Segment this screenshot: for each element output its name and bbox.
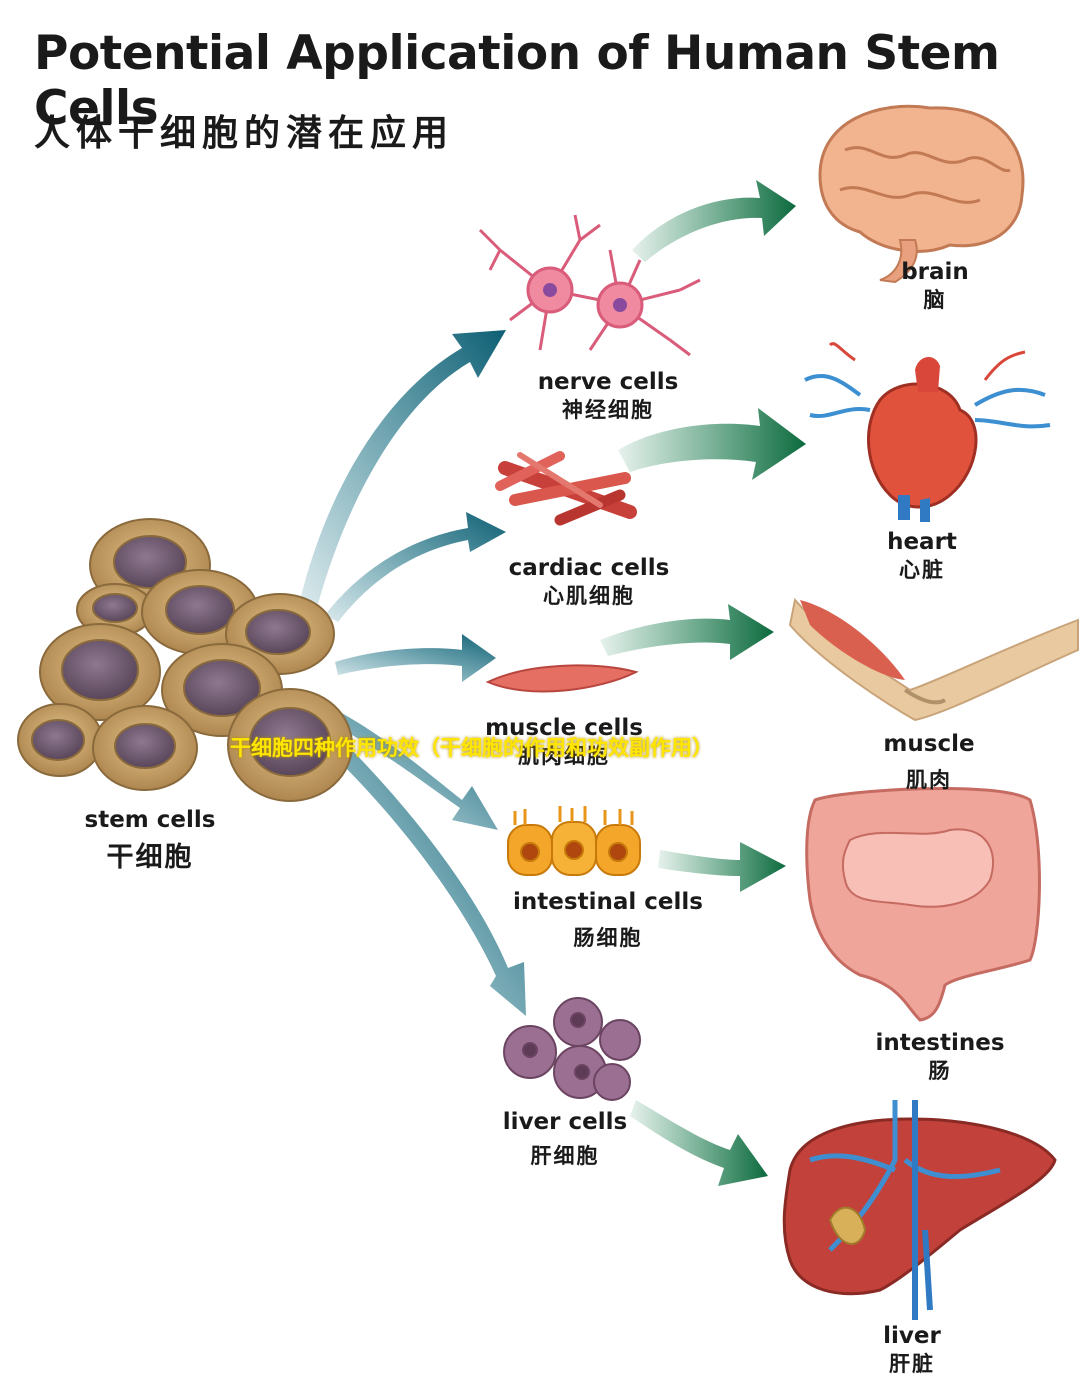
arrow-to-cardiac-cells <box>325 512 506 622</box>
stem-cells-label-zh: 干细胞 <box>106 841 194 873</box>
liver-illustration <box>782 1100 1057 1320</box>
nerve-cells-illustration <box>478 214 701 357</box>
stem-cells-label: stem cells 干细胞 <box>70 806 230 875</box>
intestinal-cells-label: intestinal cells 肠细胞 <box>508 888 708 951</box>
liver-cells-label-zh: 肝细胞 <box>530 1143 600 1168</box>
intestinal-cells-label-zh: 肠细胞 <box>573 925 643 950</box>
arrow-to-liver <box>630 1100 768 1186</box>
cardiac-cells-illustration <box>495 451 637 526</box>
overlay-caption: 干细胞四种作用功效（干细胞的作用和功效副作用） <box>230 736 713 760</box>
heart-label-zh: 心脏 <box>899 557 945 582</box>
muscle-cells-illustration <box>485 664 639 693</box>
cell-to-organ-arrows <box>600 180 806 1186</box>
arrow-to-intestines <box>658 842 786 892</box>
arrow-to-heart <box>618 408 806 480</box>
intestines-label-en: intestines <box>875 1030 1005 1056</box>
page-subtitle: 人体干细胞的潜在应用 <box>34 113 455 154</box>
muscle-illustration <box>788 597 1079 722</box>
brain-label: brain 脑 <box>885 258 985 313</box>
nerve-cells-label-en: nerve cells <box>537 369 679 395</box>
muscle-label: muscle 肌肉 <box>870 730 988 793</box>
heart-label-en: heart <box>887 529 957 555</box>
arrow-to-nerve-cells <box>300 330 506 604</box>
liver-cells-label: liver cells 肝细胞 <box>490 1108 640 1169</box>
intestines-illustration <box>805 786 1041 1022</box>
arrow-to-brain <box>632 180 796 262</box>
stem-cells-label-en: stem cells <box>84 807 216 833</box>
intestinal-cells-illustration <box>507 806 641 876</box>
cardiac-cells-label-en: cardiac cells <box>508 555 670 581</box>
brain-label-zh: 脑 <box>923 287 947 312</box>
muscle-label-en: muscle <box>883 731 975 757</box>
liver-cells-label-en: liver cells <box>502 1109 628 1135</box>
heart-illustration <box>804 342 1051 522</box>
arrow-to-intestinal-cells <box>334 712 498 830</box>
muscle-cells-label-zh: 肌肉细胞 <box>518 743 610 768</box>
arrow-to-liver-cells <box>340 748 526 1016</box>
muscle-cells-label-en: muscle cells <box>485 715 643 741</box>
nerve-cells-label-zh: 神经细胞 <box>562 397 654 422</box>
liver-label-en: liver <box>883 1323 941 1349</box>
heart-label: heart 心脏 <box>872 528 972 583</box>
brain-label-en: brain <box>901 259 969 285</box>
stem-to-cell-arrows <box>300 330 526 1016</box>
nerve-cells-label: nerve cells 神经细胞 <box>518 368 698 423</box>
intestinal-cells-label-en: intestinal cells <box>513 889 703 915</box>
cardiac-cells-label-zh: 心肌细胞 <box>543 583 635 608</box>
liver-label: liver 肝脏 <box>862 1322 962 1377</box>
stem-cells-illustration <box>17 518 353 802</box>
muscle-cells-label: muscle cells 肌肉细胞 <box>476 714 652 769</box>
brain-illustration <box>818 104 1025 284</box>
muscle-label-zh: 肌肉 <box>906 767 952 792</box>
page-title: Potential Application of Human Stem Cell… <box>34 26 1000 136</box>
arrow-to-muscle-cells <box>335 634 496 682</box>
cardiac-cells-label: cardiac cells 心肌细胞 <box>494 554 684 609</box>
liver-label-zh: 肝脏 <box>889 1351 935 1376</box>
intestines-label-zh: 肠 <box>928 1058 952 1083</box>
liver-cells-illustration <box>503 997 641 1101</box>
intestines-label: intestines 肠 <box>870 1029 1010 1084</box>
arrow-to-muscle <box>600 604 774 660</box>
